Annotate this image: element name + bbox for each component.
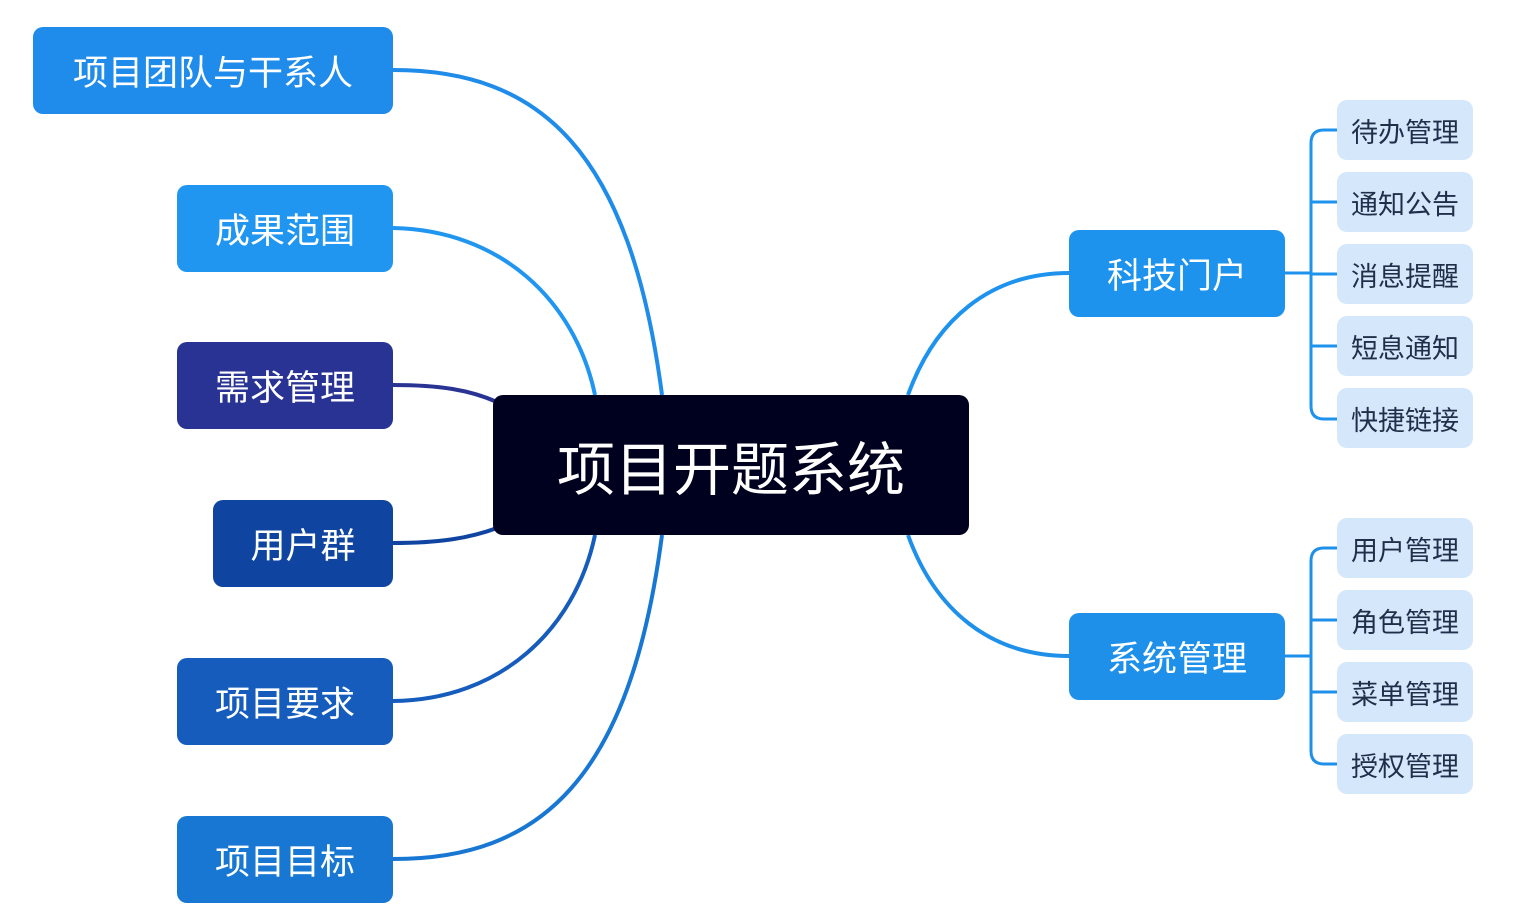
- bracket-sys: [1285, 546, 1337, 766]
- leaf-todo-management[interactable]: 待办管理: [1337, 100, 1473, 160]
- node-system-management-label: 系统管理: [1106, 640, 1247, 680]
- leaf-menu-management[interactable]: 菜单管理: [1337, 662, 1473, 722]
- node-project-goals[interactable]: 项目目标: [177, 816, 393, 903]
- connector-projreq: [392, 534, 597, 703]
- node-system-management[interactable]: 系统管理: [1069, 613, 1285, 700]
- node-team-stakeholders[interactable]: 项目团队与干系人: [33, 27, 393, 114]
- connector-scope: [392, 226, 597, 396]
- leaf-sms-notification-label: 短息通知: [1351, 333, 1459, 365]
- leaf-quick-links[interactable]: 快捷链接: [1337, 388, 1473, 448]
- node-project-goals-label: 项目目标: [214, 843, 355, 883]
- node-user-group[interactable]: 用户群: [213, 500, 393, 587]
- node-user-group-label: 用户群: [250, 527, 356, 567]
- connector-req: [392, 383, 498, 404]
- leaf-role-management-label: 角色管理: [1351, 607, 1459, 639]
- connector-users: [392, 526, 498, 545]
- connector-portal: [906, 271, 1070, 396]
- node-project-requirements-label: 项目要求: [214, 685, 355, 725]
- leaf-user-management-label: 用户管理: [1351, 535, 1459, 567]
- leaf-sms-notification[interactable]: 短息通知: [1337, 316, 1473, 376]
- node-requirements-management[interactable]: 需求管理: [177, 342, 393, 429]
- connector-team: [392, 68, 664, 396]
- leaf-quick-links-label: 快捷链接: [1351, 405, 1459, 437]
- leaf-announcements-label: 通知公告: [1351, 189, 1459, 221]
- leaf-menu-management-label: 菜单管理: [1351, 679, 1459, 711]
- node-requirements-management-label: 需求管理: [214, 369, 355, 409]
- root-label: 项目开题系统: [556, 436, 905, 504]
- leaf-message-reminders-label: 消息提醒: [1351, 261, 1459, 293]
- leaf-role-management[interactable]: 角色管理: [1337, 590, 1473, 650]
- leaf-authorization-management[interactable]: 授权管理: [1337, 734, 1473, 794]
- root-node[interactable]: 项目开题系统: [493, 395, 969, 535]
- leaf-todo-management-label: 待办管理: [1351, 117, 1459, 149]
- connector-sys: [906, 534, 1070, 658]
- bracket-portal: [1285, 128, 1337, 421]
- leaf-user-management[interactable]: 用户管理: [1337, 518, 1473, 578]
- leaf-authorization-management-label: 授权管理: [1351, 751, 1459, 783]
- connector-goal: [392, 534, 664, 861]
- node-deliverable-scope[interactable]: 成果范围: [177, 185, 393, 272]
- node-project-requirements[interactable]: 项目要求: [177, 658, 393, 745]
- leaf-announcements[interactable]: 通知公告: [1337, 172, 1473, 232]
- leaf-message-reminders[interactable]: 消息提醒: [1337, 244, 1473, 304]
- node-tech-portal[interactable]: 科技门户: [1069, 230, 1285, 317]
- node-team-stakeholders-label: 项目团队与干系人: [72, 54, 353, 94]
- node-deliverable-scope-label: 成果范围: [214, 212, 355, 252]
- node-tech-portal-label: 科技门户: [1106, 257, 1247, 297]
